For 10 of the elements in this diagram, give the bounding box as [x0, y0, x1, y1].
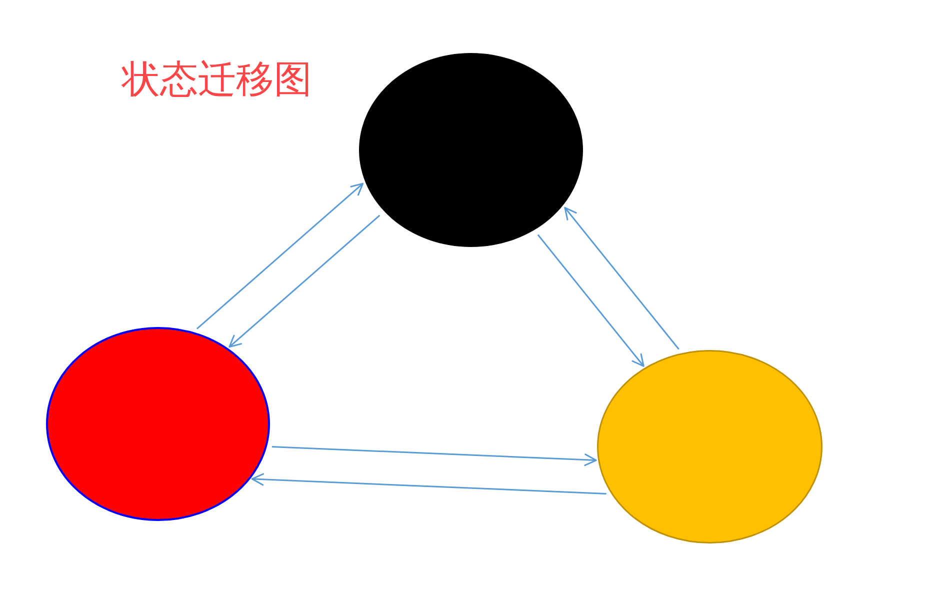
- arrow: [251, 473, 606, 494]
- state-node: [597, 350, 823, 544]
- state-node: [46, 327, 270, 521]
- state-node: [359, 53, 583, 247]
- arrow: [272, 446, 597, 466]
- arrow: [564, 206, 680, 350]
- arrow: [196, 182, 364, 330]
- diagram-title: 状态迁移图: [122, 56, 312, 102]
- arrow: [228, 214, 380, 348]
- arrow: [537, 234, 644, 367]
